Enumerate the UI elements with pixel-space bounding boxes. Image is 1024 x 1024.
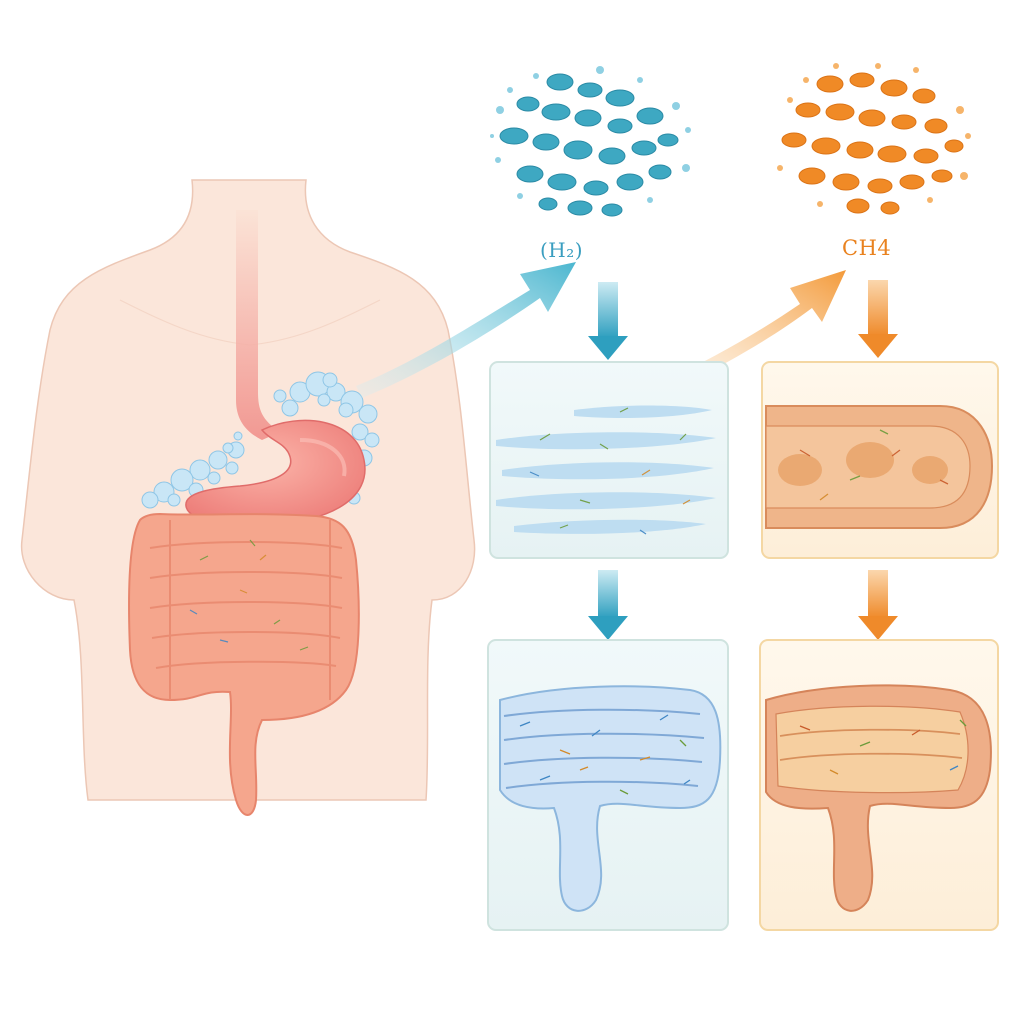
body-intestines [128,512,360,816]
methane-gas-bubbles-icon [781,72,964,215]
flow-arrow-blue-panel-down [588,570,628,640]
panel-hydrogen-mucosa [489,361,729,559]
panel-methane-colon [759,639,999,931]
flow-arrow-h2-down [588,282,628,360]
flow-arrow-ch4-down [858,280,898,358]
hydrogen-label: (H₂) [540,238,584,262]
panel-methane-mucosa [761,361,999,559]
colon-loop [128,512,360,816]
flow-arrow-body-to-h2 [356,262,576,398]
methane-gas-droplets [777,63,971,207]
flow-arrow-orange-panel-down [858,570,898,640]
hydrogen-gas-droplets [490,66,691,203]
panel-hydrogen-colon [487,639,729,931]
esophagus [236,210,280,440]
hydrogen-gas-bubbles-icon [499,73,679,217]
methane-label: CH4 [842,236,892,260]
